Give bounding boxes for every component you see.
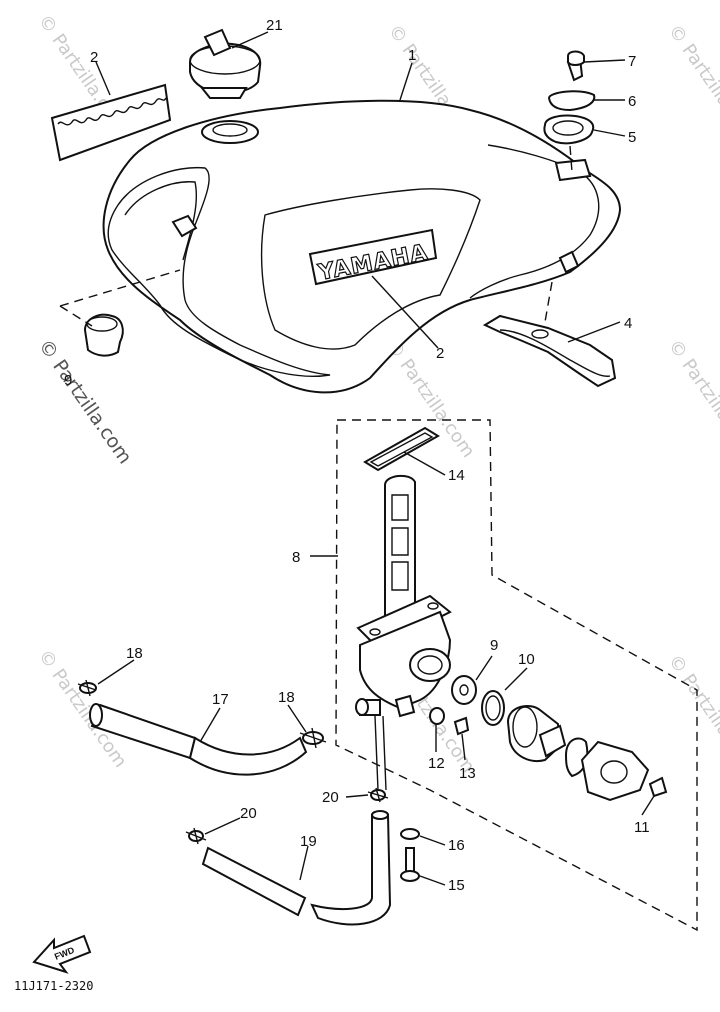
callout-18-right: 18	[278, 689, 295, 706]
watermark: © Partzilla.com	[34, 646, 131, 772]
rear-mount-hardware	[543, 50, 596, 145]
callout-5: 5	[628, 129, 636, 146]
callout-2-emblem: 2	[436, 345, 444, 362]
tank-damper	[83, 313, 124, 357]
callout-16: 16	[448, 837, 465, 854]
callout-4: 4	[624, 315, 632, 332]
callout-20-lower: 20	[240, 805, 257, 822]
watermark: © Partzilla.com	[34, 335, 136, 468]
mount-bracket	[482, 314, 617, 388]
callout-13: 13	[459, 765, 476, 782]
callout-15: 15	[448, 877, 465, 894]
callout-18-left: 18	[126, 645, 143, 662]
callout-19: 19	[300, 833, 317, 850]
callout-7: 7	[628, 53, 636, 70]
callout-17: 17	[212, 691, 229, 708]
callout-14: 14	[448, 467, 465, 484]
leader-lines-top	[59, 31, 626, 349]
callout-2: 2	[90, 49, 98, 66]
callout-9: 9	[490, 637, 498, 654]
callout-11: 11	[634, 819, 650, 836]
watermark: © Partzilla.com	[664, 336, 720, 462]
fuel-cap	[189, 28, 262, 99]
callout-6: 6	[628, 93, 636, 110]
callout-8: 8	[292, 549, 300, 566]
callout-21: 21	[266, 17, 283, 34]
callout-1: 1	[408, 47, 416, 64]
watermark: © Partzilla.com	[382, 336, 479, 462]
callout-12: 12	[428, 755, 445, 772]
callout-10: 10	[518, 651, 535, 668]
emblem-pad	[50, 83, 172, 162]
watermark: © Partzilla.com	[664, 21, 720, 147]
callout-labels: 21 2 1 7 6 5 4 2 9 14 8 9 10 18 17 18 12…	[64, 17, 650, 894]
fuel-cock-assembly	[335, 419, 698, 932]
valve-components	[429, 675, 668, 802]
fuel-hoses	[77, 679, 420, 926]
drawing-code: 11J171-2320	[14, 979, 93, 993]
callout-9-damper: 9	[64, 372, 72, 389]
callout-20-upper: 20	[322, 789, 339, 806]
watermark: © Partzilla.com	[664, 651, 720, 777]
leader-lines-bottom	[97, 451, 655, 886]
forward-arrow: FWD	[32, 934, 92, 974]
